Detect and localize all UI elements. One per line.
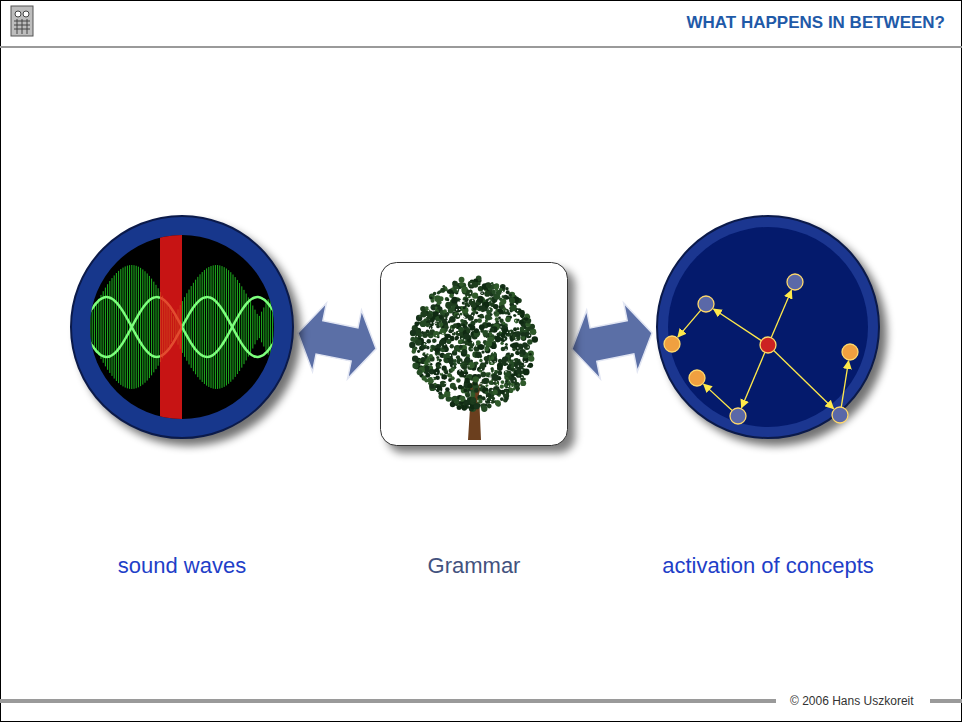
label-group: activation of concepts [662,553,874,579]
concept-circle: activation of concepts [656,215,880,439]
concept-network [664,274,858,424]
footer-bar [930,699,962,703]
node-shape [70,215,294,439]
logo-icon [11,6,33,36]
node-shape [656,215,880,439]
ring [71,216,293,438]
waveform [90,235,274,419]
node-shape [380,262,568,446]
label-group: Grammar [428,553,521,579]
slide-title: WHAT HAPPENS IN BETWEEN? [687,13,945,33]
label-group: sound waves [118,553,246,579]
tree-picture [409,276,538,440]
block-arrow [572,303,652,379]
sound-circle: sound waves [70,215,294,439]
copyright-note: © 2006 Hans Uszkoreit [786,694,918,708]
header-rule [0,46,962,48]
disc [668,227,868,427]
node-label: Grammar [428,553,521,579]
grammar-box: Grammar [380,262,568,446]
node-label: sound waves [118,553,246,579]
footer-bar [0,699,776,703]
ring [657,216,879,438]
tile [381,263,568,446]
node-label: activation of concepts [662,553,874,579]
block-arrow [298,303,376,379]
